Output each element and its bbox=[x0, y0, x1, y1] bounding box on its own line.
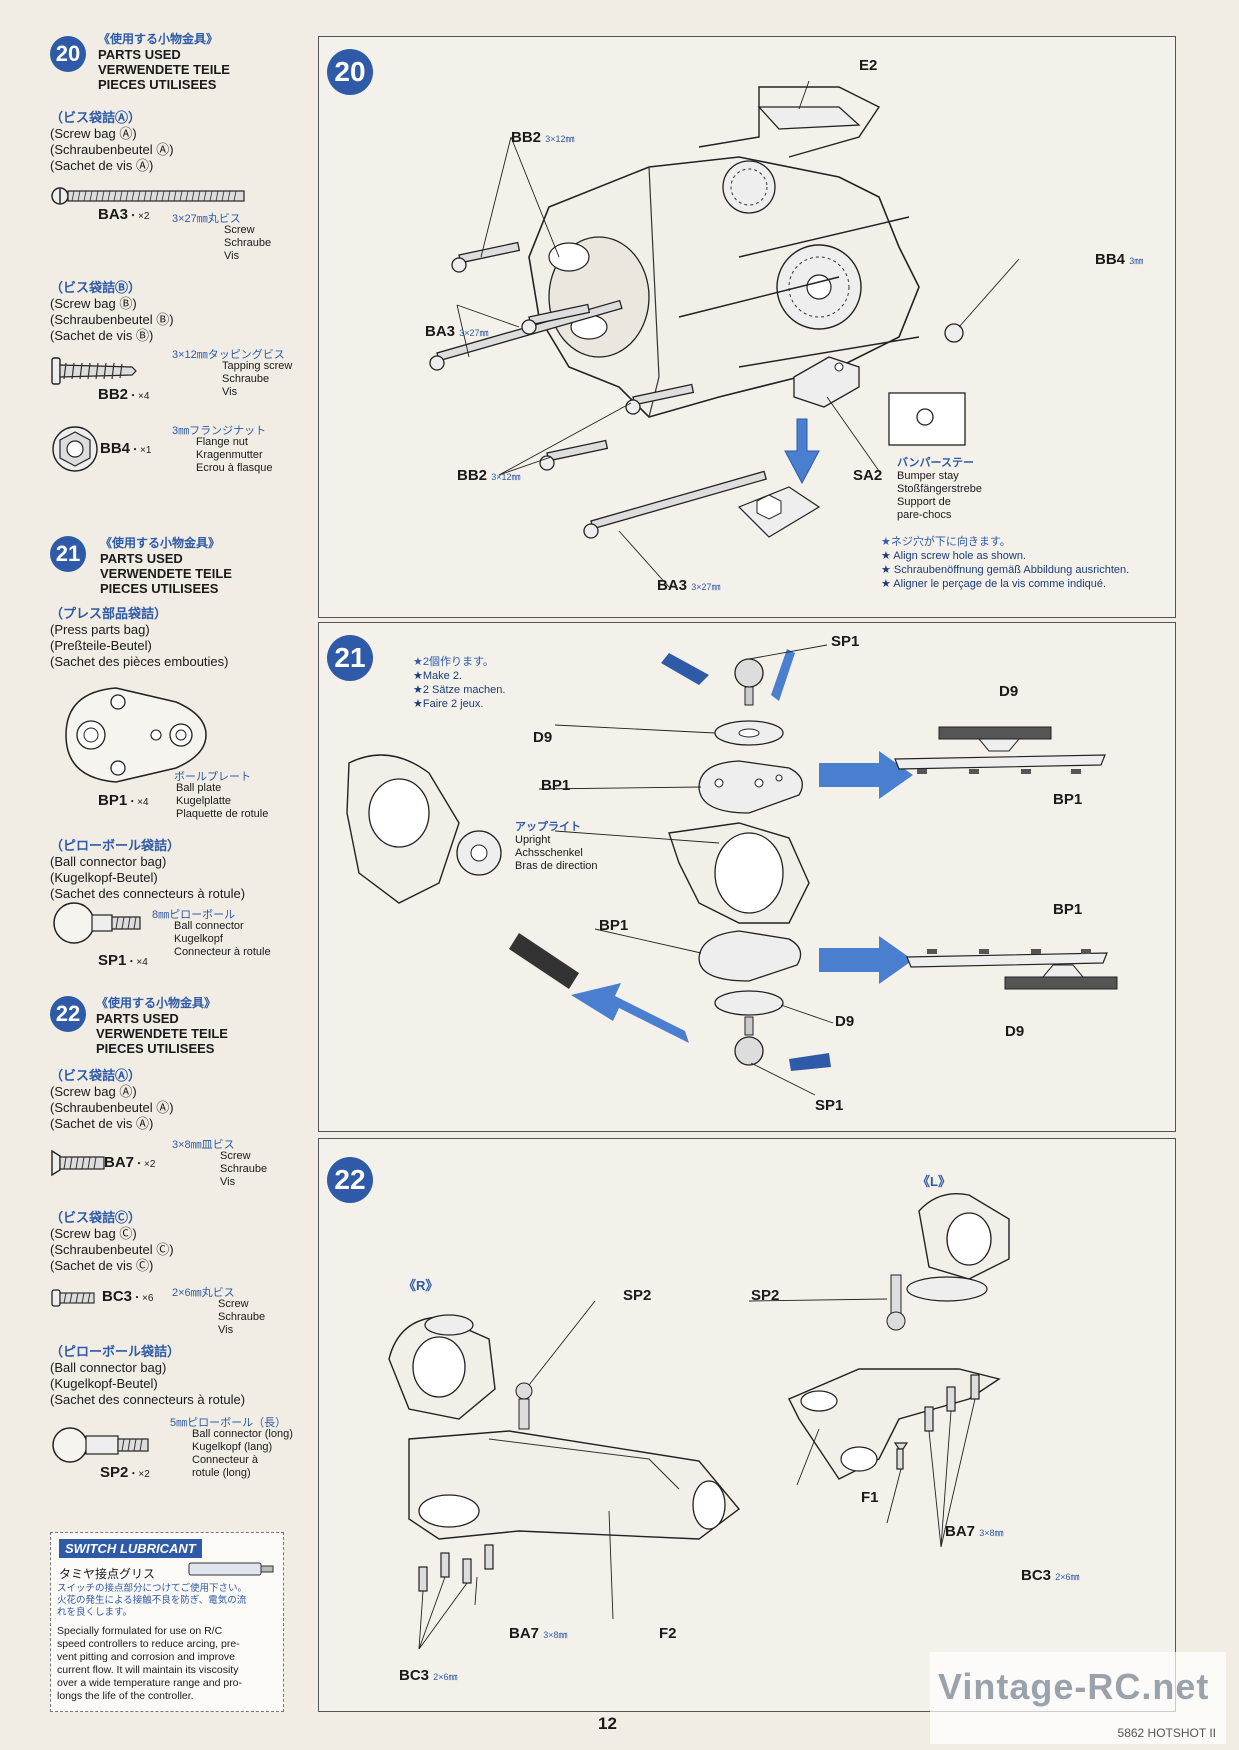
step-badge-21: 21 bbox=[50, 536, 86, 572]
lubricant-jp-title: タミヤ接点グリス bbox=[59, 1567, 156, 1581]
watermark-text: Vintage-RC.net bbox=[938, 1666, 1210, 1707]
label-bp1-right-top: BP1 bbox=[1053, 791, 1083, 808]
part-size-sp2: 5㎜ピローボール（長） bbox=[170, 1417, 287, 1429]
label-bb4: BB4 3㎜ bbox=[1095, 251, 1144, 268]
step-21-badge: 21 bbox=[327, 635, 373, 681]
flange-nut-bb4-icon bbox=[52, 426, 98, 472]
label-bp1-lower: BP1 bbox=[599, 917, 629, 934]
label-f1: F1 bbox=[861, 1489, 879, 1506]
lubricant-tube-icon bbox=[188, 1562, 274, 1576]
step-22-badge: 22 bbox=[327, 1157, 373, 1203]
parts-header-21: 21 bbox=[50, 536, 86, 572]
part-size-bc3: 2×6㎜丸ビス bbox=[172, 1287, 235, 1299]
bag-label-21b: （ピローボール袋詰） (Ball connector bag) (Kugelko… bbox=[50, 838, 246, 901]
parts-used-title-20: 《使用する小物金具》 PARTS USED VERWENDETE TEILE P… bbox=[98, 32, 230, 92]
page-number: 12 bbox=[598, 1714, 617, 1733]
ball-plate-bp1-icon bbox=[65, 687, 207, 783]
part-size-bb4: 3㎜フランジナット bbox=[172, 425, 267, 437]
label-sp1-bottom: SP1 bbox=[815, 1097, 844, 1114]
bag-label-21a: （プレス部品袋詰） (Press parts bag) (Preßteile-B… bbox=[50, 606, 229, 669]
ball-connector-sp1-icon bbox=[53, 902, 141, 944]
bag-label-22b: （ビス袋詰Ⓒ） (Screw bag Ⓒ) (Schraubenbeutel Ⓒ… bbox=[50, 1210, 174, 1273]
label-ba7-right: BA7 3×8㎜ bbox=[945, 1523, 1004, 1540]
part-size-ba3: 3×27㎜丸ビス bbox=[172, 213, 241, 225]
label-sp2-right: SP2 bbox=[751, 1287, 780, 1304]
step-20-note: ★ネジ穴が下に向きます。 ★ Align screw hole as shown… bbox=[881, 536, 1130, 590]
part-code-bc3: BC3・×6 bbox=[102, 1288, 154, 1305]
step-21-panel: 21 ★2個作ります。 ★Make 2.★2 Sätze machen.★Fai… bbox=[318, 622, 1176, 1132]
label-sp1-top: SP1 bbox=[831, 633, 860, 650]
label-sp2-left: SP2 bbox=[623, 1287, 652, 1304]
parts-used-title-21: 《使用する小物金具》 PARTS USED VERWENDETE TEILE P… bbox=[100, 536, 232, 596]
label-bc3-left: BC3 2×6㎜ bbox=[399, 1667, 458, 1684]
step-20-badge: 20 bbox=[327, 49, 373, 95]
parts-header-22: 22 bbox=[50, 996, 86, 1032]
part-size-sp1: 8㎜ピローボール bbox=[152, 909, 236, 921]
parts-header-20: 20 bbox=[50, 36, 86, 72]
ball-connector-long-sp2-icon bbox=[52, 1427, 149, 1463]
part-code-ba7: BA7・×2 bbox=[104, 1154, 156, 1171]
bag-label-22c: （ピローボール袋詰） (Ball connector bag) (Kugelko… bbox=[50, 1344, 246, 1407]
label-bb2-bottom: BB2 3×12㎜ bbox=[457, 467, 521, 484]
tapping-screw-bb2-icon bbox=[51, 357, 137, 385]
part-size-bb2: 3×12㎜タッピングビス bbox=[172, 349, 285, 361]
lubricant-jp-text: スイッチの接点部分につけてご使用下さい。火花の発生による接触不良を防ぎ、電気の流… bbox=[57, 1583, 248, 1618]
screw-bc3-icon bbox=[51, 1289, 95, 1307]
arm-assembly-diagram bbox=[388, 1193, 1010, 1650]
label-d9-left: D9 bbox=[533, 729, 553, 746]
part-code-bb4: BB4・×1 bbox=[100, 440, 152, 457]
bag-label-20b: （ビス袋詰Ⓑ） (Screw bag Ⓑ) (Schraubenbeutel Ⓑ… bbox=[50, 280, 174, 343]
label-ba3-top: BA3 3×27㎜ bbox=[425, 323, 489, 340]
label-d9-right-top: D9 bbox=[999, 683, 1019, 700]
step-badge-20: 20 bbox=[50, 36, 86, 72]
step-21-note: ★2個作ります。 ★Make 2.★2 Sätze machen.★Faire … bbox=[413, 656, 506, 710]
label-ba7-left: BA7 3×8㎜ bbox=[509, 1625, 568, 1642]
part-code-sp2: SP2・×2 bbox=[100, 1464, 150, 1481]
step-20-panel: 20 bbox=[318, 36, 1176, 618]
lubricant-logo: SWITCH LUBRICANT bbox=[59, 1539, 202, 1558]
label-d9-right-bottom: D9 bbox=[1005, 1023, 1025, 1040]
part-code-bb2: BB2・×4 bbox=[98, 386, 150, 403]
label-bp1-left: BP1 bbox=[541, 777, 571, 794]
screw-ba3-icon bbox=[51, 187, 245, 205]
model-reference: 5862 HOTSHOT II bbox=[1117, 1726, 1216, 1740]
gearbox-diagram bbox=[429, 80, 1020, 588]
label-f2: F2 bbox=[659, 1625, 677, 1642]
parts-used-title-22: 《使用する小物金具》 PARTS USED VERWENDETE TEILE P… bbox=[96, 996, 228, 1056]
upright-assembly-diagram bbox=[346, 644, 1118, 1096]
label-ba3-bottom: BA3 3×27㎜ bbox=[657, 577, 721, 594]
label-bb2-top: BB2 3×12㎜ bbox=[511, 129, 575, 146]
label-d9-lower: D9 bbox=[835, 1013, 855, 1030]
switch-lubricant-box: SWITCH LUBRICANT タミヤ接点グリス スイッチの接点部分につけてご… bbox=[50, 1532, 284, 1712]
part-size-bp1: ボールプレート bbox=[174, 771, 251, 783]
part-code-bp1: BP1・×4 bbox=[98, 792, 149, 809]
label-r-side: 《R》 bbox=[403, 1278, 439, 1293]
bag-label-22a: （ビス袋詰Ⓐ） (Screw bag Ⓐ) (Schraubenbeutel Ⓐ… bbox=[50, 1068, 174, 1131]
step-22-panel: 22 《R》 《L》 bbox=[318, 1138, 1176, 1712]
label-l-side: 《L》 bbox=[917, 1174, 951, 1189]
flat-screw-ba7-icon bbox=[51, 1149, 105, 1177]
label-bp1-right-bottom: BP1 bbox=[1053, 901, 1083, 918]
watermark-box: Vintage-RC.net 5862 HOTSHOT II bbox=[930, 1652, 1226, 1744]
part-size-ba7: 3×8㎜皿ビス bbox=[172, 1139, 235, 1151]
label-bc3-right: BC3 2×6㎜ bbox=[1021, 1567, 1080, 1584]
label-e2: E2 bbox=[859, 57, 878, 74]
bag-label-20a: （ビス袋詰Ⓐ） (Screw bag Ⓐ) (Schraubenbeutel Ⓐ… bbox=[50, 110, 174, 173]
part-code-sp1: SP1・×4 bbox=[98, 952, 148, 969]
part-code-ba3: BA3・×2 bbox=[98, 206, 150, 223]
step-badge-22: 22 bbox=[50, 996, 86, 1032]
part-desc-sp2: Ball connector (long)Kugelkopf (lang)Con… bbox=[192, 1428, 293, 1479]
label-sa2: SA2 bbox=[853, 467, 883, 484]
